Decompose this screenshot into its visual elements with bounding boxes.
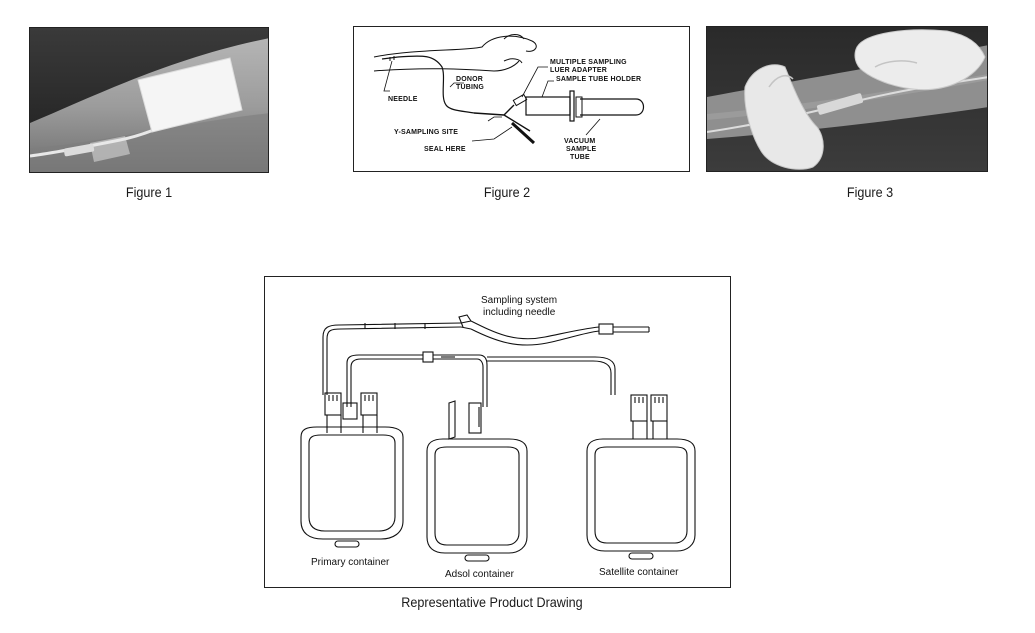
figure-2-drawing: NEEDLE DONOR TUBING Y-SAMPLING SITE SEAL… — [353, 26, 690, 172]
label-vacuum-3: TUBE — [570, 154, 590, 161]
label-luer-1: MULTIPLE SAMPLING — [550, 59, 627, 66]
label-seal-here: SEAL HERE — [424, 146, 466, 153]
figure-1-caption: Figure 1 — [125, 184, 173, 200]
figure-2-caption: Figure 2 — [483, 184, 531, 200]
label-luer-2: LUER ADAPTER — [550, 67, 607, 74]
label-donor-tubing-1: DONOR — [456, 76, 483, 83]
label-needle: NEEDLE — [388, 96, 418, 103]
label-satellite-container: Satellite container — [599, 567, 679, 578]
label-donor-tubing-2: TUBING — [456, 84, 484, 91]
figure-1-photo — [29, 27, 269, 173]
label-adsol-container: Adsol container — [445, 569, 515, 580]
label-vacuum-2: SAMPLE — [566, 146, 597, 153]
product-drawing-caption: Representative Product Drawing — [401, 594, 583, 610]
figure-3-caption: Figure 3 — [846, 184, 894, 200]
label-sampling-system-2: including needle — [483, 307, 556, 318]
label-y-sampling-site: Y-SAMPLING SITE — [394, 129, 458, 136]
label-sample-tube-holder: SAMPLE TUBE HOLDER — [556, 76, 641, 83]
label-vacuum-1: VACUUM — [564, 138, 595, 145]
figure-3-photo — [706, 26, 988, 172]
label-primary-container: Primary container — [311, 557, 390, 568]
product-drawing: Sampling system including needle Primary… — [264, 276, 731, 588]
label-sampling-system-1: Sampling system — [481, 295, 557, 306]
